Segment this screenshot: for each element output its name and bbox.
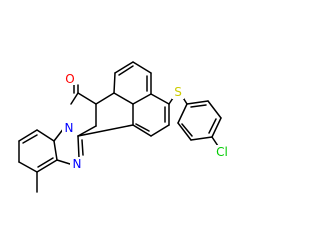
- bond: [132, 93, 152, 105]
- bond: [150, 124, 170, 137]
- bond: [18, 129, 38, 142]
- bond: [77, 125, 97, 137]
- bond: [114, 61, 134, 74]
- ring-nitrogen-atom-label: N: [65, 121, 74, 135]
- bond: [113, 92, 134, 105]
- bond: [211, 136, 219, 147]
- bond: [36, 159, 58, 173]
- bond: [181, 123, 193, 137]
- bond: [37, 157, 54, 168]
- bond: [132, 124, 152, 137]
- chlorine-atom-label: Cl: [216, 145, 228, 159]
- bond: [118, 65, 134, 76]
- bond: [207, 100, 222, 119]
- bond: [177, 122, 192, 141]
- bond: [81, 139, 84, 156]
- sulfur-atom-label: S: [174, 85, 182, 99]
- bond: [190, 104, 207, 108]
- bond: [56, 159, 71, 165]
- bond: [190, 136, 213, 141]
- bond: [70, 92, 79, 105]
- oxygen-atom-label: O: [65, 72, 74, 86]
- bond: [135, 123, 150, 132]
- bond: [36, 129, 55, 142]
- bond: [95, 92, 115, 105]
- bond: [18, 161, 38, 173]
- bond: [177, 103, 188, 124]
- bonds: [18, 61, 222, 193]
- atom-labels: O N N S Cl: [62, 72, 232, 171]
- bond: [113, 72, 116, 94]
- molecule-structure: O N N S Cl: [18, 61, 232, 193]
- bond: [150, 93, 170, 105]
- bond: [53, 140, 58, 161]
- bond: [211, 117, 222, 138]
- bond: [208, 118, 217, 134]
- bond: [22, 134, 38, 144]
- bond: [77, 124, 134, 137]
- bond: [132, 61, 152, 74]
- bond: [186, 100, 209, 105]
- imine-nitrogen-atom-label: N: [73, 157, 82, 171]
- bond: [77, 135, 80, 159]
- bond: [77, 92, 97, 105]
